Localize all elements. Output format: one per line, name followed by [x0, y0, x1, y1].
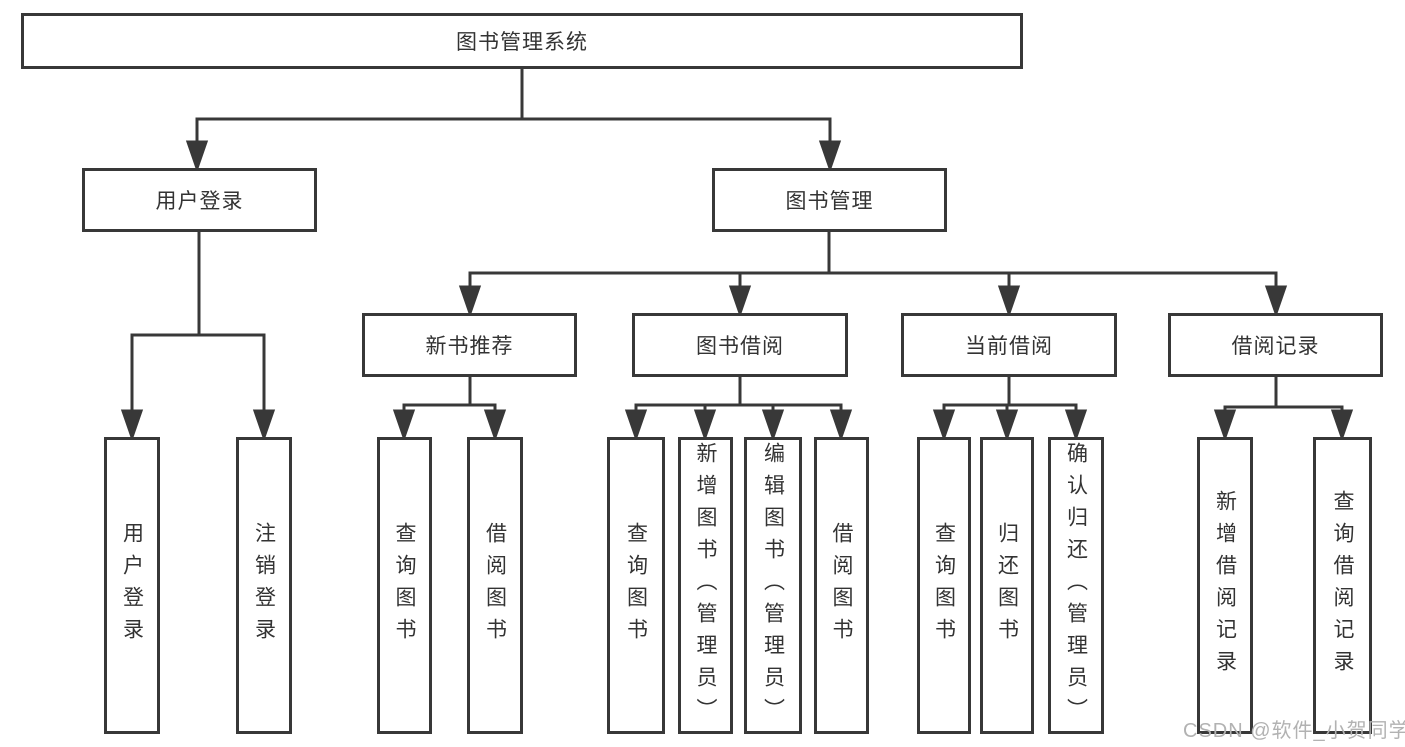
- leaf-user-login: 用户登录: [104, 437, 160, 734]
- connector-new-book-recommend-to-leaves: [392, 377, 507, 442]
- connector-book-management-to-level3: [458, 232, 1288, 318]
- node-label: 确认归还（管理员）: [1064, 441, 1088, 730]
- node-label: 借阅图书: [830, 521, 853, 650]
- leaf-query-books-current: 查询图书: [917, 437, 971, 734]
- node-book-management: 图书管理: [712, 168, 947, 232]
- node-label: 归还图书: [995, 521, 1019, 650]
- node-label: 用户登录: [120, 521, 144, 650]
- node-label: 借阅图书: [483, 521, 507, 650]
- node-label: 新增图书（管理员）: [694, 441, 717, 730]
- leaf-edit-books-admin: 编辑图书（管理员）: [744, 437, 802, 734]
- node-label: 新增借阅记录: [1213, 489, 1237, 682]
- node-label: 查询图书: [932, 521, 956, 650]
- leaf-logout: 注销登录: [236, 437, 292, 734]
- node-label: 当前借阅: [965, 335, 1053, 358]
- node-library-management-system: 图书管理系统: [21, 13, 1023, 69]
- connector-user-login-to-leaves: [120, 232, 276, 442]
- leaf-return-books: 归还图书: [980, 437, 1034, 734]
- node-label: 新书推荐: [425, 335, 514, 358]
- node-user-login: 用户登录: [82, 168, 317, 232]
- node-current-borrowing: 当前借阅: [901, 313, 1117, 377]
- leaf-add-borrow-record: 新增借阅记录: [1197, 437, 1253, 734]
- leaf-query-borrow-record: 查询借阅记录: [1313, 437, 1372, 734]
- node-book-borrowing: 图书借阅: [632, 313, 848, 377]
- connector-borrowing-records-to-leaves: [1213, 377, 1354, 442]
- leaf-borrow-books-recommend: 借阅图书: [467, 437, 523, 734]
- node-label: 图书管理系统: [456, 31, 588, 54]
- node-label: 查询图书: [393, 521, 416, 650]
- node-new-book-recommend: 新书推荐: [362, 313, 577, 377]
- leaf-borrow-books: 借阅图书: [814, 437, 869, 734]
- connector-current-borrowing-to-leaves: [932, 377, 1088, 442]
- node-borrowing-records: 借阅记录: [1168, 313, 1383, 377]
- node-label: 图书管理: [785, 190, 874, 213]
- node-label: 用户登录: [155, 190, 244, 213]
- node-label: 编辑图书（管理员）: [761, 441, 785, 730]
- node-label: 借阅记录: [1231, 335, 1320, 358]
- connector-root-to-level2: [185, 69, 842, 173]
- leaf-query-books-borrowing: 查询图书: [607, 437, 665, 734]
- node-label: 查询图书: [624, 521, 648, 650]
- leaf-add-books-admin: 新增图书（管理员）: [678, 437, 733, 734]
- node-label: 查询借阅记录: [1331, 489, 1354, 682]
- leaf-confirm-return-admin: 确认归还（管理员）: [1048, 437, 1104, 734]
- node-label: 图书借阅: [696, 335, 784, 358]
- node-label: 注销登录: [252, 521, 276, 650]
- connector-book-borrowing-to-leaves: [624, 377, 853, 442]
- leaf-query-books-recommend: 查询图书: [377, 437, 432, 734]
- csdn-watermark: CSDN @软件_小贺同学: [1183, 720, 1405, 742]
